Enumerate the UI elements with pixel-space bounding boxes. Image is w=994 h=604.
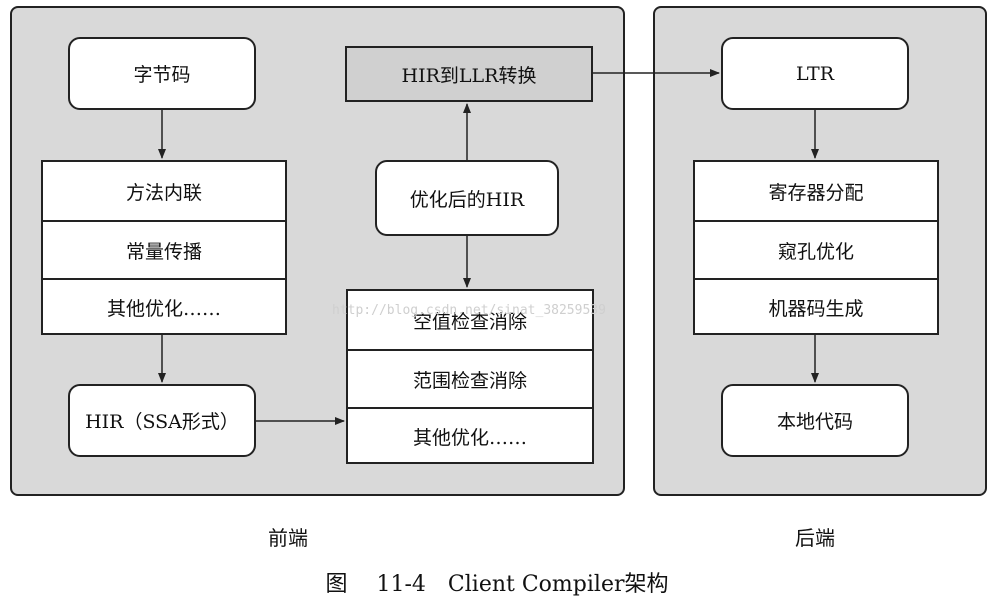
frontend-label: 前端 — [268, 526, 308, 550]
frontend-passes-stack-1: 方法内联 常量传播 其他优化…… — [41, 160, 287, 335]
backend-passes-stack: 寄存器分配 窥孔优化 机器码生成 — [693, 160, 939, 335]
backend-label: 后端 — [795, 526, 835, 550]
ltr-node: LTR — [721, 37, 909, 110]
native-code-node: 本地代码 — [721, 384, 909, 457]
pass-register-alloc: 寄存器分配 — [768, 181, 864, 204]
pass-inline: 方法内联 — [125, 181, 202, 204]
frontend-passes-stack-2: 空值检查消除 范围检查消除 其他优化…… — [346, 289, 594, 464]
pass-null-check: 空值检查消除 — [412, 310, 527, 333]
pass-codegen: 机器码生成 — [695, 278, 937, 335]
pass-peephole: 窥孔优化 — [695, 220, 937, 278]
pass-other-1: 其他优化…… — [43, 278, 285, 335]
figure-caption: 图 11-4 Client Compiler架构 — [325, 572, 669, 597]
bytecode-node: 字节码 — [68, 37, 256, 110]
optimized-hir-node: 优化后的HIR — [375, 160, 559, 236]
watermark-text: http://blog.csdn.net/sinat_38259539 — [332, 303, 606, 318]
pass-const-prop: 常量传播 — [43, 220, 285, 278]
pass-other-2: 其他优化…… — [348, 407, 592, 464]
hir-to-llr-node: HIR到LLR转换 — [345, 46, 593, 102]
hir-ssa-node: HIR（SSA形式） — [68, 384, 256, 457]
pass-range-check: 范围检查消除 — [348, 349, 592, 407]
